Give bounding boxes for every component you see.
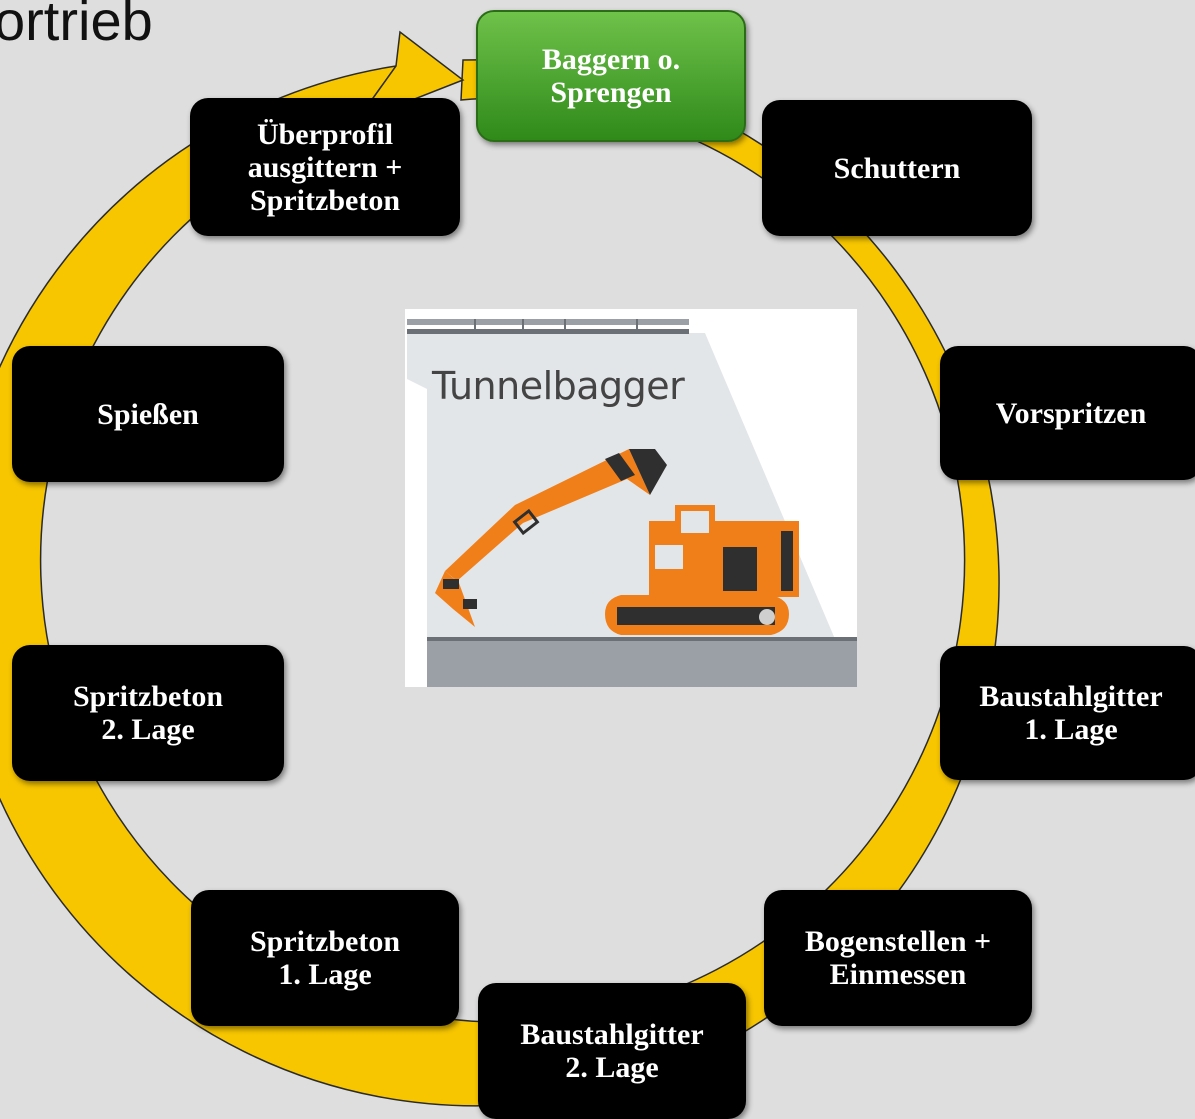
step-baustahlgitter-1: Baustahlgitter 1. Lage: [940, 646, 1195, 780]
tunnel-excavator-label: Tunnelbagger: [432, 364, 685, 408]
step-baggern: Baggern o. Sprengen: [476, 10, 746, 142]
step-spritzbeton-2: Spritzbeton 2. Lage: [12, 645, 284, 781]
step-spiessen: Spießen: [12, 346, 284, 482]
step-ueberprofil: Überprofil ausgittern + Spritzbeton: [190, 98, 460, 236]
tunnel-excavator-picture: Tunnelbagger: [405, 309, 857, 687]
page-title: ortrieb: [0, 0, 153, 52]
step-schuttern: Schuttern: [762, 100, 1032, 236]
step-vorspritzen: Vorspritzen: [940, 346, 1195, 480]
step-baustahlgitter-2: Baustahlgitter 2. Lage: [478, 983, 746, 1119]
tunnel-excavator-icon: [405, 309, 857, 687]
step-spritzbeton-1: Spritzbeton 1. Lage: [191, 890, 459, 1026]
step-bogenstellen: Bogenstellen + Einmessen: [764, 890, 1032, 1026]
